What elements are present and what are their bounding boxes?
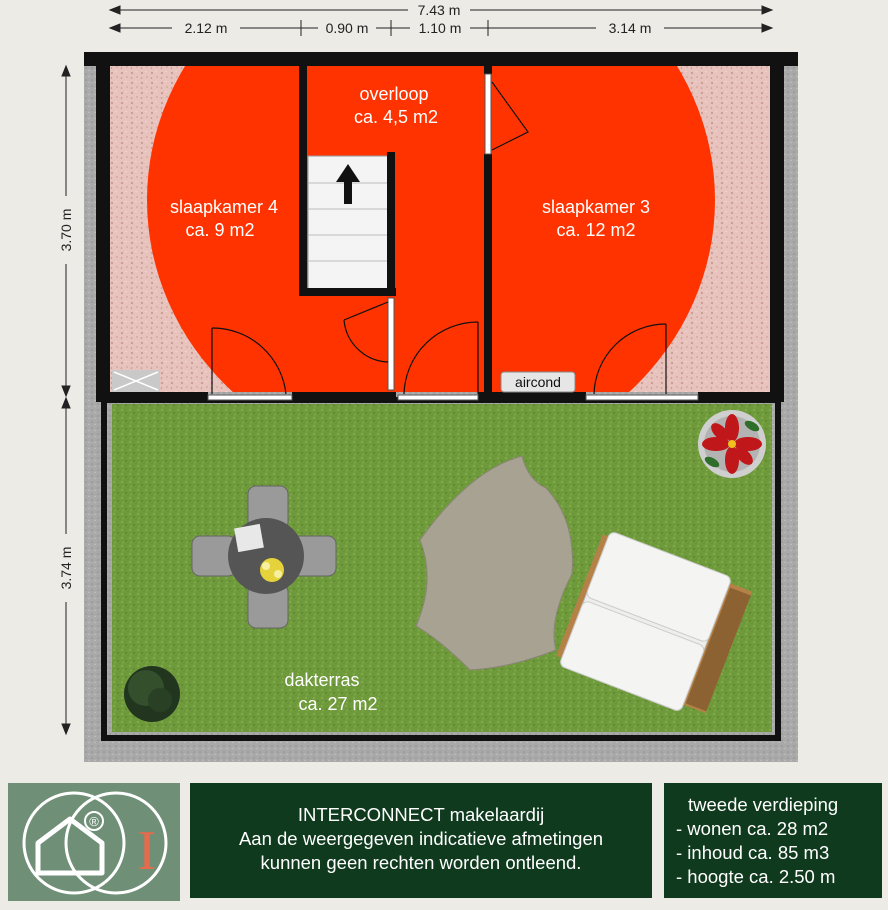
dim-height-top: 3.70 m bbox=[58, 209, 74, 252]
room-slaapkamer4-area: ca. 9 m2 bbox=[185, 220, 254, 240]
room-overloop-area: ca. 4,5 m2 bbox=[354, 107, 438, 127]
shrub bbox=[124, 666, 180, 722]
dim-segment-4: 3.14 m bbox=[609, 20, 652, 36]
house-icon bbox=[35, 816, 105, 876]
dim-segment-1: 2.12 m bbox=[185, 20, 228, 36]
flower-pot bbox=[698, 410, 766, 478]
room-area-fill bbox=[147, 66, 715, 392]
floor-info-living: - wonen ca. 28 m2 bbox=[676, 818, 829, 839]
logo-mark: ® I bbox=[22, 791, 168, 895]
room-slaapkamer4-name: slaapkamer 4 bbox=[170, 197, 278, 217]
aircond-unit bbox=[500, 371, 576, 393]
room-dakterras-name: dakterras bbox=[284, 670, 359, 690]
sun-lounger bbox=[556, 532, 753, 714]
walls bbox=[84, 52, 798, 402]
logo-letter: I bbox=[138, 820, 157, 882]
agency-disclaimer-line-2: kunnen geen rechten worden ontleend. bbox=[260, 852, 582, 873]
room-slaapkamer3-area: ca. 12 m2 bbox=[556, 220, 635, 240]
door-swings bbox=[211, 81, 667, 395]
floor-plan: 7.43 m 2.12 m 0.90 m 1.10 m 3.14 m 3.70 … bbox=[56, 1, 798, 762]
floor-info-box: tweede verdieping - wonen ca. 28 m2 - in… bbox=[664, 783, 882, 898]
agency-box: INTERCONNECT makelaardij Aan de weergege… bbox=[190, 783, 652, 898]
logo-registered-mark: ® bbox=[89, 814, 99, 829]
vent-cross-icon bbox=[112, 370, 160, 392]
agency-name: INTERCONNECT makelaardij bbox=[297, 804, 545, 825]
room-overloop-name: overloop bbox=[359, 84, 428, 104]
dining-set bbox=[191, 485, 337, 629]
floor-info-volume: - inhoud ca. 85 m3 bbox=[676, 842, 830, 863]
aircond-label: aircond bbox=[515, 374, 561, 390]
agency-logo: ® I bbox=[8, 783, 180, 901]
floor-info-title: tweede verdieping bbox=[688, 794, 839, 815]
dim-height-bottom: 3.74 m bbox=[58, 547, 74, 590]
window-frames bbox=[207, 73, 699, 401]
floor-info-height: - hoogte ca. 2.50 m bbox=[676, 866, 836, 887]
room-dakterras-area: ca. 27 m2 bbox=[298, 694, 377, 714]
dim-segment-3: 1.10 m bbox=[419, 20, 462, 36]
parasol bbox=[415, 455, 573, 671]
agency-disclaimer-line-1: Aan de weergegeven indicatieve afmetinge… bbox=[238, 828, 604, 849]
dim-segment-2: 0.90 m bbox=[326, 20, 369, 36]
dim-total-width: 7.43 m bbox=[418, 2, 461, 18]
stair-arrow-icon bbox=[336, 164, 360, 204]
room-slaapkamer3-name: slaapkamer 3 bbox=[542, 197, 650, 217]
